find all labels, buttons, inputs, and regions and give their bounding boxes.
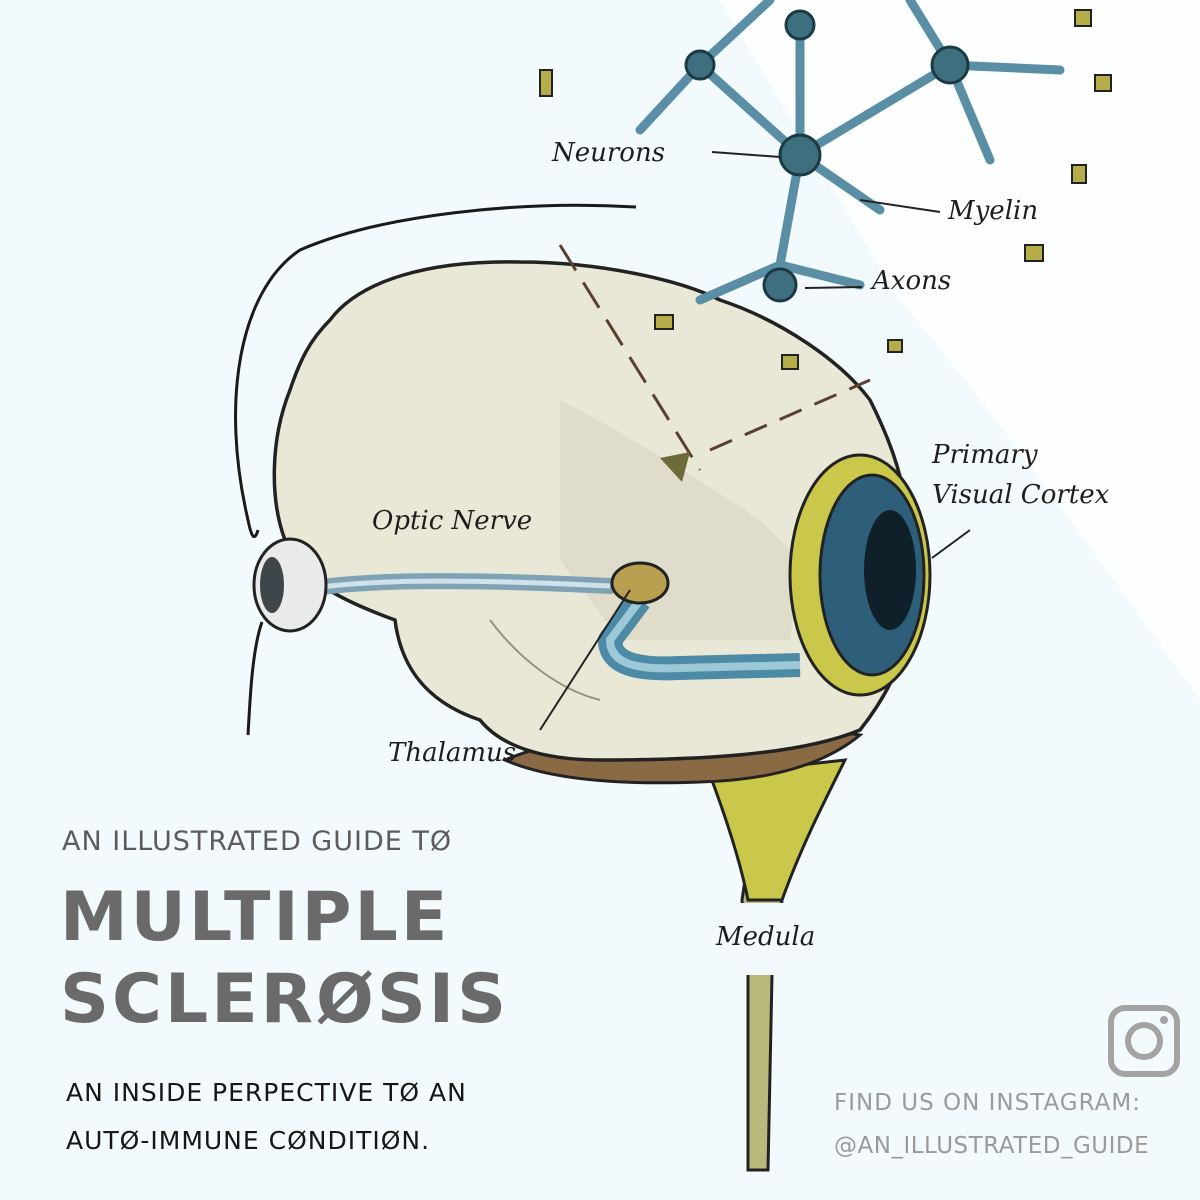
lesion: [660, 452, 690, 482]
label-optic-nerve: Optic Nerve: [372, 506, 533, 536]
label-myelin: Myelin: [948, 196, 1039, 226]
instagram-handle[interactable]: @AN_ILLUSTRATED_GUIDE: [834, 1133, 1150, 1159]
description-line-1: AN INSIDE PERPECTIVE TØ AN: [66, 1078, 467, 1107]
sulcus-2: [709, 378, 871, 452]
subtitle: AN ILLUSTRATED GUIDE TØ: [62, 826, 453, 857]
instagram-icon[interactable]: [1111, 1008, 1177, 1074]
title-line-1: MULTIPLE: [60, 878, 451, 957]
label-primary-visual-cortex-1: Primary: [932, 440, 1038, 470]
label-neurons: Neurons: [552, 138, 666, 168]
medulla-cone: [707, 758, 848, 902]
myelin-fragments: [539, 9, 1112, 370]
head-outline-lower: [246, 621, 264, 736]
label-primary-visual-cortex-2: Visual Cortex: [932, 480, 1110, 510]
sulcus-3: [489, 619, 601, 701]
spinal-gap: [735, 903, 795, 975]
title-line-2: SCLERØSIS: [60, 960, 510, 1039]
label-thalamus: Thalamus: [388, 738, 517, 768]
neuron-network: [635, 0, 1065, 305]
head-outline: [234, 203, 637, 539]
label-axons: Axons: [872, 266, 952, 296]
leader-lines: [539, 151, 971, 731]
neuron-bodies: [684, 9, 970, 303]
instagram-find-text: FIND US ON INSTAGRAM:: [834, 1090, 1141, 1116]
description-line-2: AUTØ-IMMUNE CØNDITIØN.: [66, 1126, 431, 1155]
sulcus-1: [558, 244, 702, 471]
instagram-frame: [1108, 1005, 1180, 1077]
label-medula: Medula: [716, 922, 816, 952]
thalamus-shape: [610, 561, 670, 605]
pupil: [260, 557, 284, 613]
